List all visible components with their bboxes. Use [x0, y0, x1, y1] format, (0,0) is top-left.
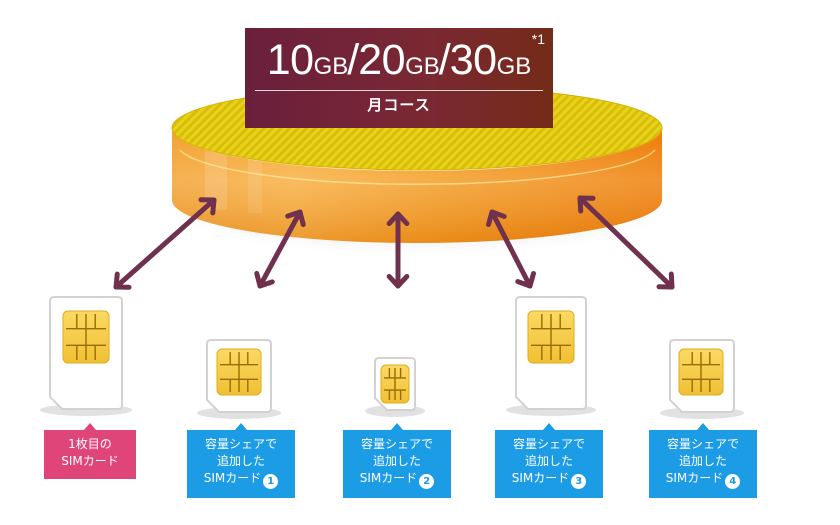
sim-chip-icon [380, 364, 410, 404]
label-line-2: 追加した [678, 454, 727, 468]
separator-2: / [438, 36, 451, 84]
circled-number-1: 1 [263, 474, 279, 489]
label-line-3: SIMカード [203, 471, 262, 485]
two-way-arrow-5 [577, 195, 675, 290]
label-line-1: 1枚目の [68, 437, 112, 451]
label-line-3: SIMカード [665, 471, 724, 485]
separator-1: / [347, 36, 360, 84]
two-way-arrow-2 [254, 209, 306, 289]
two-way-arrow-1 [113, 197, 217, 290]
label-line-2: 追加した [216, 454, 265, 468]
unit-gb-1: GB [313, 53, 349, 80]
circled-number-3: 3 [571, 474, 587, 489]
sim-card-nano-2 [365, 357, 425, 417]
capacity-10: 10 [266, 36, 314, 84]
circled-number-2: 2 [419, 474, 435, 489]
sim-chip-icon [62, 310, 110, 364]
capacity-30: 30 [449, 36, 497, 84]
plan-header: 10GB/20GB/30GB *1 月コース [245, 28, 553, 128]
label-line-1: 容量シェアで [360, 437, 433, 451]
plan-divider [255, 90, 543, 91]
circled-number-4: 4 [725, 474, 741, 489]
sim-chip-icon [527, 310, 575, 364]
card-label-first-sim: 1枚目の SIMカード [44, 423, 136, 479]
plan-capacity-line: 10GB/20GB/30GB [259, 32, 539, 88]
sim-card-standard-first [40, 296, 132, 416]
sim-chip-icon [678, 348, 724, 396]
label-line-3: SIMカード [359, 471, 418, 485]
label-line-2: 追加した [524, 454, 573, 468]
label-line-3: SIMカード [511, 471, 570, 485]
sim-card-micro-1 [197, 339, 281, 419]
label-line-2: SIMカード [61, 454, 119, 468]
sim-cards [40, 296, 744, 419]
share-arrows [113, 195, 675, 290]
footnote-marker: *1 [531, 31, 545, 47]
label-line-1: 容量シェアで [512, 437, 585, 451]
capacity-20: 20 [358, 36, 406, 84]
label-line-1: 容量シェアで [204, 437, 277, 451]
label-line-1: 容量シェアで [666, 437, 739, 451]
sim-chip-icon [216, 348, 262, 396]
unit-gb-3: GB [496, 53, 532, 80]
label-line-2: 追加した [372, 454, 421, 468]
sim-card-standard-3 [506, 296, 596, 416]
unit-gb-2: GB [405, 53, 440, 80]
two-way-arrow-3 [386, 211, 410, 289]
sim-card-micro-4 [660, 339, 744, 419]
plan-course-label: 月コース [367, 96, 431, 114]
two-way-arrow-4 [485, 209, 537, 289]
